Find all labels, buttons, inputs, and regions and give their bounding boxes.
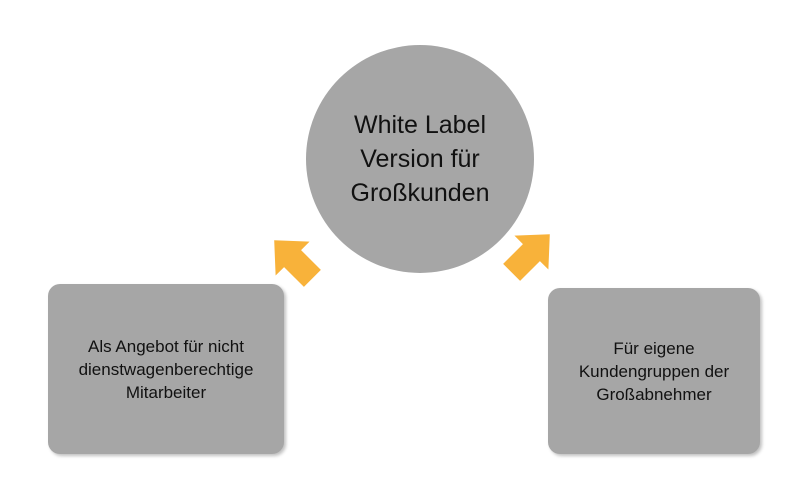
- center-node-text: White Label Version für Großkunden: [330, 108, 510, 210]
- right-line-1: Für eigene: [613, 338, 695, 358]
- center-line-2: Version für: [360, 145, 480, 173]
- left-box-node: Als Angebot für nicht dienstwagenberecht…: [48, 284, 284, 454]
- right-box-node: Für eigene Kundengruppen der Großabnehme…: [548, 288, 760, 454]
- left-line-1: Als Angebot für nicht: [88, 336, 244, 356]
- center-line-1: White Label: [353, 111, 487, 139]
- right-line-3: Großabnehmer: [596, 384, 712, 404]
- left-box-text: Als Angebot für nicht dienstwagenberecht…: [79, 335, 254, 404]
- left-line-3: Mitarbeiter: [125, 382, 207, 402]
- arrow-down-left-icon: [274, 240, 321, 287]
- arrow-down-right-icon: [503, 234, 550, 281]
- center-circle-node: White Label Version für Großkunden: [306, 45, 534, 273]
- center-line-3: Großkunden: [350, 179, 490, 207]
- left-line-2: dienstwagenberechtige: [78, 359, 254, 379]
- right-box-text: Für eigene Kundengruppen der Großabnehme…: [579, 337, 729, 406]
- right-line-2: Kundengruppen der: [578, 361, 730, 381]
